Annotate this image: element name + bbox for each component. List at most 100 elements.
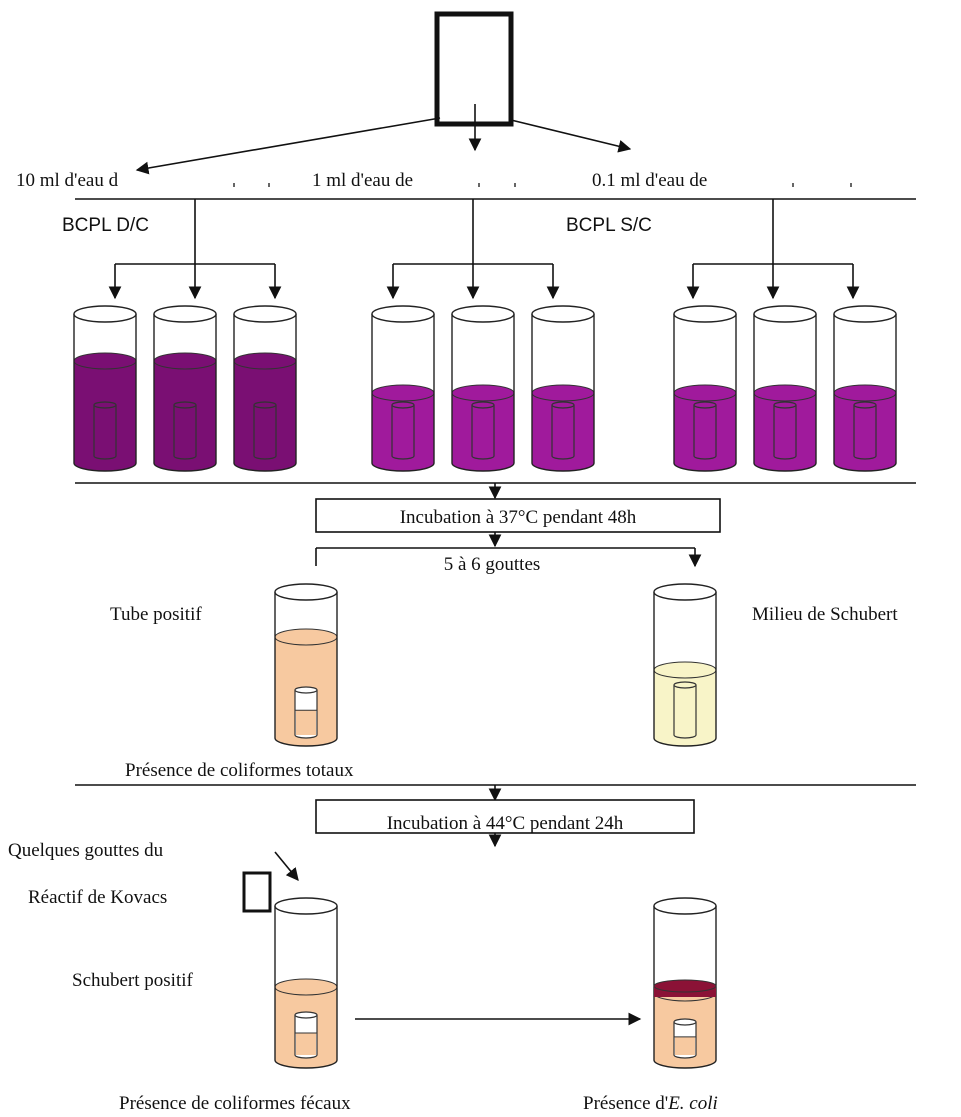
schubert-positive-label: Schubert positif xyxy=(72,970,194,991)
tube-bottom xyxy=(274,737,338,747)
ecoli-label: Présence d'E. coli xyxy=(583,1093,718,1114)
bell-liquid xyxy=(296,710,316,735)
durham-bell xyxy=(853,405,877,460)
incubation-label-2: Incubation à 44°C pendant 24h xyxy=(387,813,624,834)
dilution-label-10ml: 10 ml d'eau d xyxy=(16,170,119,191)
bcpl-sc-01ml-tube-1 xyxy=(673,305,737,472)
durham-bell-top xyxy=(294,686,318,694)
fecal-tube-body xyxy=(274,897,338,1069)
durham-bell-top xyxy=(471,401,495,409)
fecal-coliforms-label: Présence de coliformes fécaux xyxy=(119,1093,351,1114)
liquid-surface xyxy=(451,384,515,402)
durham-bell xyxy=(173,405,197,460)
kovacs-label-2: Réactif de Kovacs xyxy=(28,887,167,908)
durham-bell-top xyxy=(773,401,797,409)
kovacs-reagent-box xyxy=(242,871,272,913)
bcpl-sc-01ml-tube-3 xyxy=(833,305,897,472)
distribution-brackets xyxy=(108,199,860,300)
liquid-surface xyxy=(653,661,717,679)
bell-liquid xyxy=(675,1036,695,1055)
tube-bottom xyxy=(451,462,515,472)
tube-rim xyxy=(274,583,338,601)
schubert-tube-body xyxy=(653,583,717,747)
bcpl-tube-row xyxy=(73,305,897,472)
arrow-to-01ml xyxy=(510,119,632,153)
durham-bell-top xyxy=(253,401,277,409)
positive-tube-label: Tube positif xyxy=(110,604,202,625)
positive-tube-body xyxy=(274,583,338,747)
tube-bottom xyxy=(653,1059,717,1069)
tube-bottom xyxy=(673,462,737,472)
tube-bottom xyxy=(153,462,217,472)
liquid-surface xyxy=(833,384,897,402)
schubert-medium-label: Milieu de Schubert xyxy=(752,604,898,625)
dilution-label-01ml: 0.1 ml d'eau de xyxy=(592,170,707,191)
kovacs-ring-top xyxy=(653,979,717,993)
incubation-box-2 xyxy=(315,799,695,834)
liquid-surface xyxy=(531,384,595,402)
durham-bell xyxy=(93,405,117,460)
durham-bell xyxy=(693,405,717,460)
media-label-dc: BCPL D/C xyxy=(62,215,149,236)
tube-bottom xyxy=(531,462,595,472)
kovacs-arrow xyxy=(274,851,299,881)
tube-bottom xyxy=(73,462,137,472)
incubation-box-1 xyxy=(315,498,721,533)
tube-rim xyxy=(753,305,817,323)
total-coliforms-label: Présence de coliformes totaux xyxy=(125,760,354,781)
tube-bottom xyxy=(274,1059,338,1069)
durham-bell xyxy=(471,405,495,460)
ecoli-label-prefix: Présence d' xyxy=(583,1093,668,1114)
durham-bell xyxy=(391,405,415,460)
durham-bell-top xyxy=(391,401,415,409)
tube-liquid xyxy=(654,670,716,746)
incubation-label-1: Incubation à 37°C pendant 48h xyxy=(400,507,637,528)
liquid-surface xyxy=(753,384,817,402)
fecal-tube xyxy=(274,897,338,1069)
bcpl-dc-tube-3 xyxy=(233,305,297,472)
durham-bell-top xyxy=(551,401,575,409)
tube-liquid xyxy=(532,393,594,471)
tube-rim xyxy=(673,305,737,323)
drops-label: 5 à 6 gouttes xyxy=(444,554,541,575)
durham-bell xyxy=(773,405,797,460)
bcpl-dc-tube-1 xyxy=(73,305,137,472)
bcpl-sc-01ml-tube-2 xyxy=(753,305,817,472)
durham-bell xyxy=(673,685,697,739)
tube-rim xyxy=(531,305,595,323)
bcpl-sc-1ml-tube-3 xyxy=(531,305,595,472)
tube-bottom xyxy=(833,462,897,472)
liquid-surface xyxy=(233,352,297,370)
tube-liquid xyxy=(154,361,216,471)
ecoli-tube xyxy=(653,897,717,1069)
tube-rim xyxy=(233,305,297,323)
durham-bell-top xyxy=(294,1011,318,1019)
tube-rim xyxy=(653,583,717,601)
liquid-surface xyxy=(274,978,338,996)
tube-rim xyxy=(274,897,338,915)
tube-bottom xyxy=(233,462,297,472)
durham-bell-top xyxy=(853,401,877,409)
tube-bottom xyxy=(753,462,817,472)
tube-rim xyxy=(451,305,515,323)
tube-rim xyxy=(371,305,435,323)
tube-bottom xyxy=(653,737,717,747)
sample-bottle xyxy=(434,11,514,127)
tube-liquid xyxy=(674,393,736,471)
bell-liquid xyxy=(296,1033,316,1055)
tube-liquid xyxy=(234,361,296,471)
bcpl-sc-1ml-tube-2 xyxy=(451,305,515,472)
bcpl-dc-tube-2 xyxy=(153,305,217,472)
tube-liquid xyxy=(74,361,136,471)
arrow-to-10ml xyxy=(135,117,441,175)
kovacs-label-1: Quelques gouttes du xyxy=(8,840,164,861)
tube-rim xyxy=(653,897,717,915)
tube-rim xyxy=(73,305,137,323)
positive-tube xyxy=(274,583,338,747)
liquid-surface xyxy=(371,384,435,402)
tube-rim xyxy=(833,305,897,323)
liquid-surface xyxy=(274,628,338,646)
media-label-sc: BCPL S/C xyxy=(566,215,652,236)
schubert-tube xyxy=(653,583,717,747)
